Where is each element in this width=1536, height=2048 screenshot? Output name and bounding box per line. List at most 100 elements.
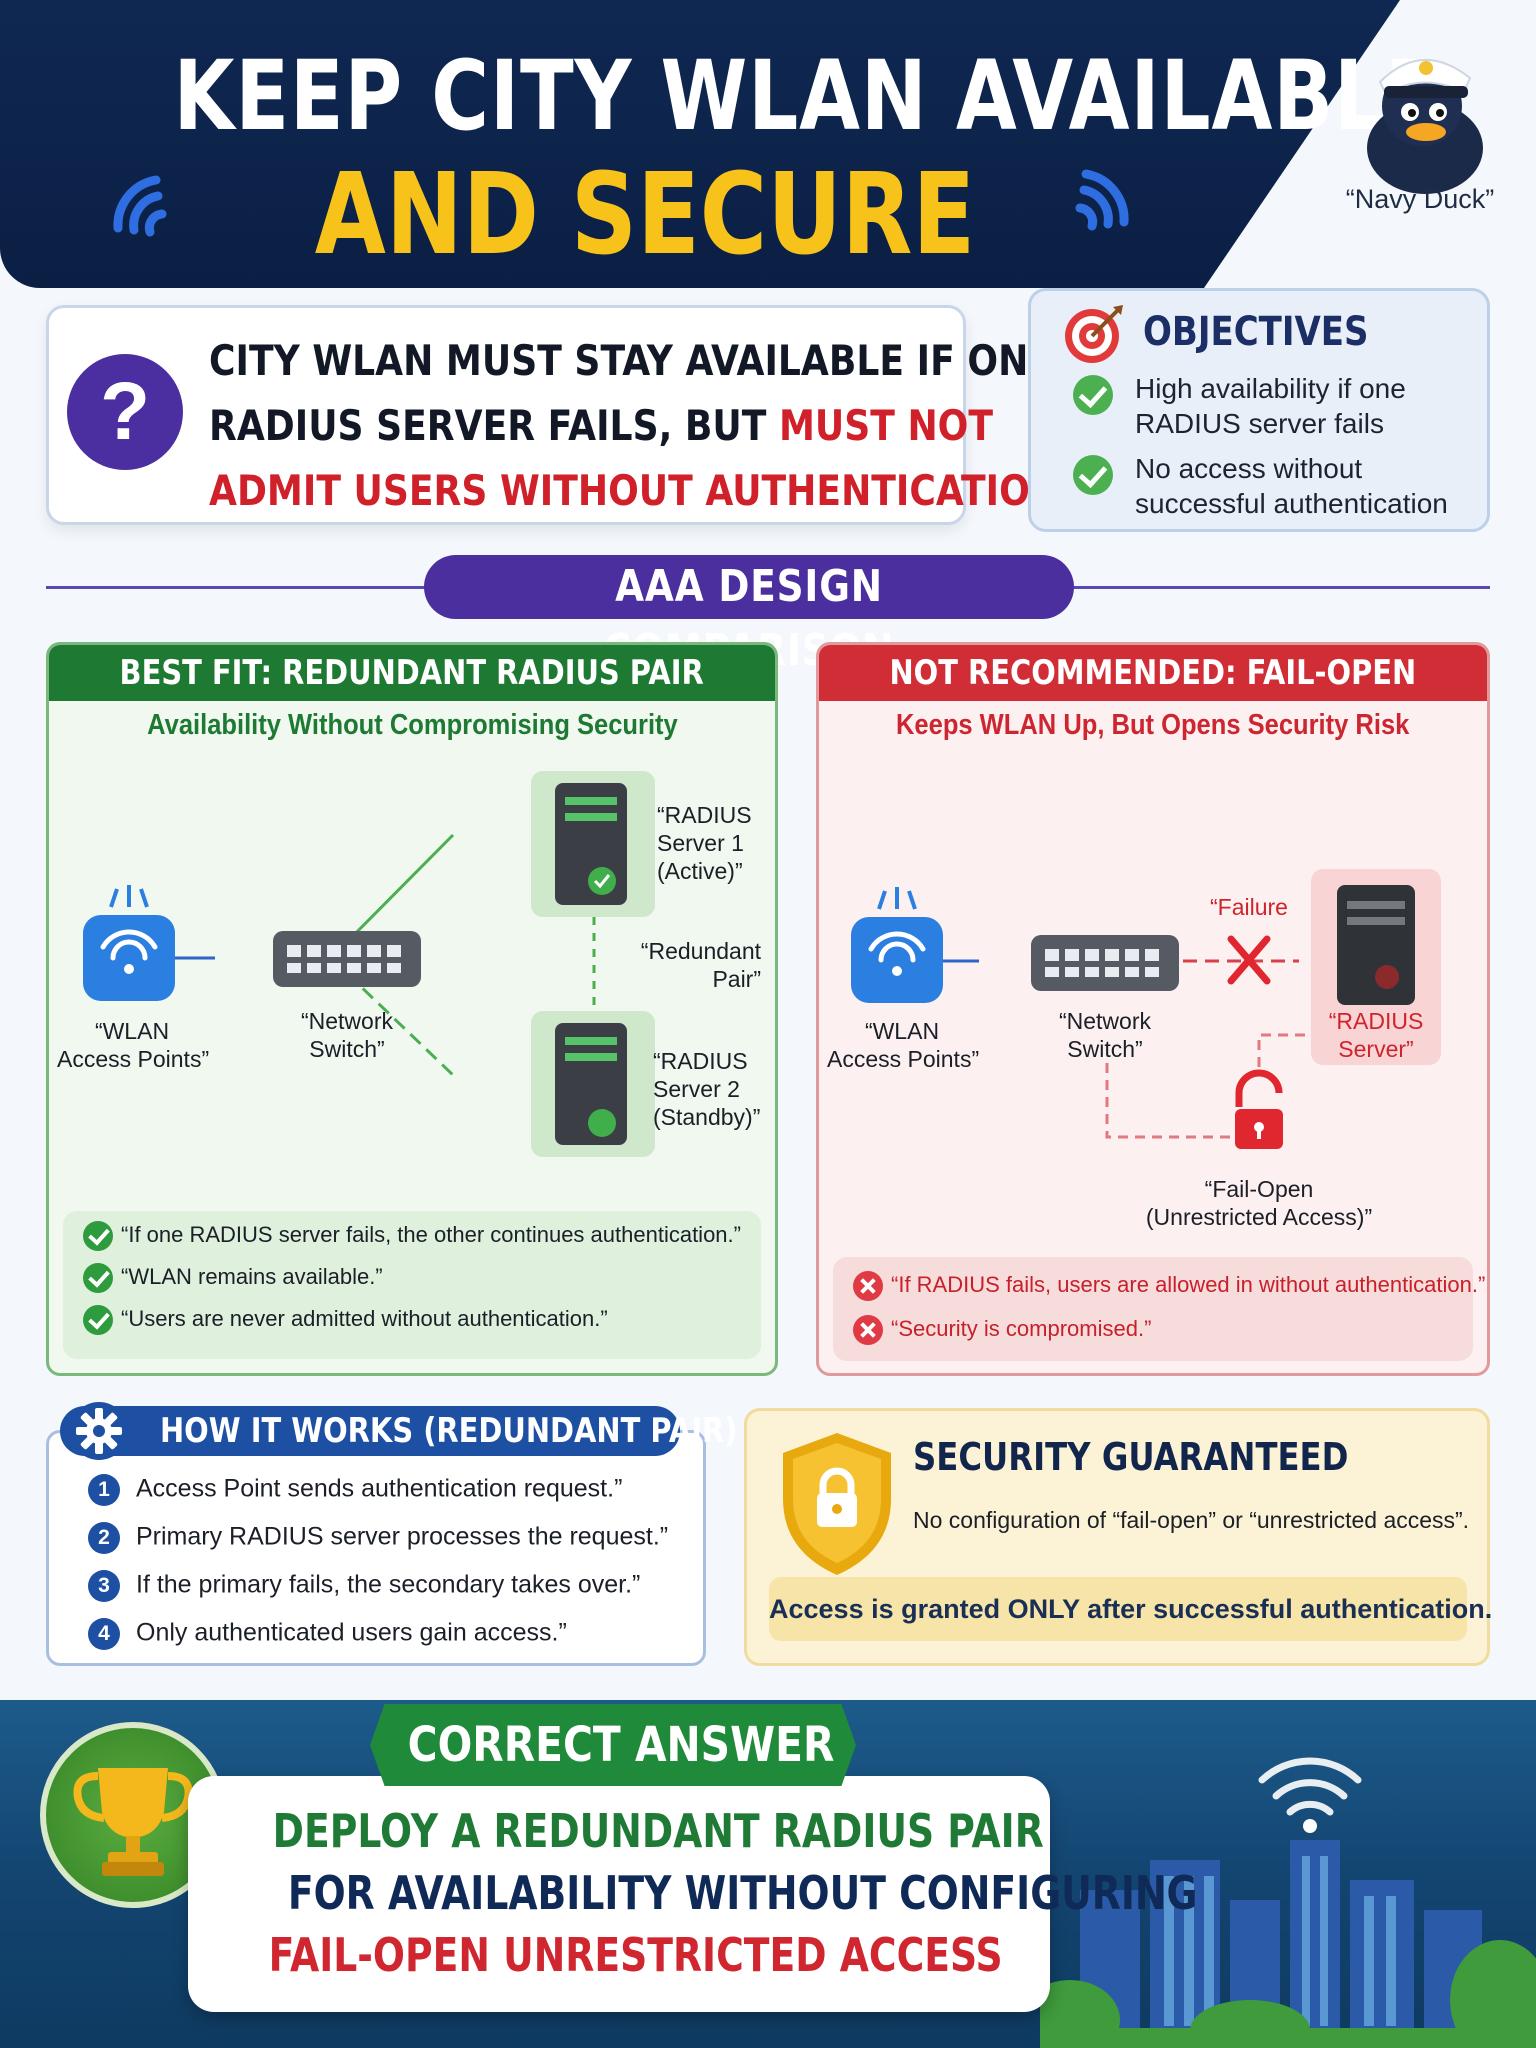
objective-text: successful authentication	[1135, 488, 1448, 519]
server2-label-line: “RADIUS	[653, 1048, 748, 1074]
gear-icon	[70, 1402, 128, 1460]
fail-open-results: “If RADIUS fails, users are allowed in w…	[833, 1257, 1485, 1361]
server-label: “RADIUS Server”	[1313, 1007, 1439, 1063]
result-item: “Users are never admitted without authen…	[83, 1305, 608, 1335]
question-card: ? CITY WLAN MUST STAY AVAILABLE IF ONE R…	[46, 305, 1074, 525]
server1-label-line: (Active)”	[657, 858, 743, 884]
fail-open-header: NOT RECOMMENDED: FAIL-OPEN	[819, 645, 1487, 701]
how-step: 1 Access Point sends authentication reque…	[88, 1474, 622, 1506]
server1-label-line: “RADIUS	[657, 802, 752, 828]
wifi-signal-icon	[1075, 169, 1129, 231]
redundant-pair-label: “Redundant Pair”	[637, 937, 761, 993]
objectives-card: OBJECTIVES High availability if one RADI…	[1028, 288, 1490, 532]
x-circle-icon	[853, 1315, 883, 1345]
question-line-2: RADIUS SERVER FAILS, BUT MUST NOT	[209, 393, 993, 458]
result-item: “If one RADIUS server fails, the other c…	[83, 1221, 741, 1251]
radius-server-icon	[1311, 869, 1441, 1065]
mascot-label: “Navy Duck”	[1345, 184, 1495, 214]
step-text: Primary RADIUS server processes the requ…	[136, 1522, 669, 1551]
fail-open-subtitle: Keeps WLAN Up, But Opens Security Risk	[819, 709, 1487, 742]
step-number: 3	[88, 1570, 120, 1602]
step-number: 4	[88, 1618, 120, 1650]
wifi-signal-icon	[113, 175, 167, 237]
ap-label-line: Access Points”	[827, 1046, 980, 1072]
server-label-line: “RADIUS	[1328, 1008, 1424, 1034]
fail-open-subtitle-text: Keeps WLAN Up, But Opens Security Risk	[896, 709, 1410, 741]
security-note: Access is granted ONLY after successful …	[769, 1577, 1492, 1641]
fail-open-diagram	[851, 869, 1441, 1149]
title-line-1: KEEP CITY WLAN AVAILABLE	[173, 40, 1440, 152]
x-circle-icon	[853, 1271, 883, 1301]
ap-label: “WLAN Access Points”	[827, 1017, 980, 1073]
step-text: If the primary fails, the secondary take…	[136, 1570, 641, 1599]
answer-line-1-text: DEPLOY A REDUNDANT RADIUS PAIR	[272, 1804, 1044, 1858]
result-text: “If RADIUS fails, users are allowed in w…	[891, 1271, 1486, 1297]
security-title: SECURITY GUARANTEED	[913, 1435, 1349, 1479]
question-line-1: CITY WLAN MUST STAY AVAILABLE IF ONE	[209, 336, 1053, 385]
best-fit-panel: BEST FIT: REDUNDANT RADIUS PAIR Availabi…	[46, 642, 778, 1376]
answer-line-2: FOR AVAILABILITY WITHOUT CONFIGURING	[188, 1866, 1198, 1920]
objective-item: No access without successful authenticat…	[1073, 451, 1473, 521]
server1-label: “RADIUS Server 1 (Active)”	[657, 801, 752, 885]
answer-card: DEPLOY A REDUNDANT RADIUS PAIR FOR AVAIL…	[188, 1776, 1198, 2012]
failure-label-text: “Failure	[1210, 894, 1288, 920]
fail-open-panel: NOT RECOMMENDED: FAIL-OPEN Keeps WLAN Up…	[816, 642, 1490, 1376]
question-mark-icon: ?	[67, 354, 183, 470]
result-item: “WLAN remains available.”	[83, 1263, 383, 1293]
objective-text: No access without	[1135, 453, 1363, 484]
fail-open-label-line: “Fail-Open	[1204, 1176, 1314, 1202]
step-number: 1	[88, 1474, 120, 1506]
answer-line-3-text: FAIL-OPEN UNRESTRICTED ACCESS	[268, 1928, 1003, 1982]
best-fit-header: BEST FIT: REDUNDANT RADIUS PAIR	[49, 645, 775, 701]
ap-label: “WLAN Access Points”	[57, 1017, 209, 1073]
fail-open-header-text: NOT RECOMMENDED: FAIL-OPEN	[889, 653, 1417, 693]
how-it-works-card	[46, 1430, 706, 1666]
how-step: 3 If the primary fails, the secondary tak…	[88, 1570, 640, 1602]
how-it-works-header: HOW IT WORKS (REDUNDANT PAIR)	[60, 1406, 737, 1456]
comparison-title: AAA DESIGN COMPARISON	[424, 555, 1074, 676]
server2-label: “RADIUS Server 2 (Standby)”	[653, 1047, 760, 1131]
header-background	[0, 0, 1400, 288]
shield-lock-icon	[783, 1433, 891, 1575]
radius-server-2-icon	[531, 1011, 655, 1157]
unlocked-padlock-icon	[1235, 1069, 1283, 1149]
step-text: Access Point sends authentication reques…	[136, 1474, 623, 1503]
how-step: 2 Primary RADIUS server processes the req…	[88, 1522, 668, 1554]
question-line-2-emphasis: MUST NOT	[778, 401, 994, 450]
fail-open-label-line: (Unrestricted Access)”	[1145, 1204, 1373, 1230]
network-switch-icon	[1031, 935, 1179, 991]
ap-label-line: “WLAN	[864, 1018, 940, 1044]
best-fit-subtitle: Availability Without Compromising Securi…	[49, 709, 775, 742]
result-text: “Security is compromised.”	[891, 1315, 1152, 1341]
wlan-access-point-icon	[83, 885, 175, 1001]
switch-label-line: Switch”	[309, 1036, 385, 1062]
radius-server-1-icon	[531, 771, 655, 917]
check-icon	[83, 1263, 113, 1293]
result-text: “If one RADIUS server fails, the other c…	[121, 1221, 741, 1247]
check-icon	[1073, 455, 1113, 495]
check-icon	[83, 1305, 113, 1335]
best-fit-subtitle-text: Availability Without Compromising Securi…	[146, 709, 678, 741]
wlan-access-point-icon	[851, 887, 943, 1003]
switch-label: “Network Switch”	[1035, 1007, 1175, 1063]
result-text: “Users are never admitted without authen…	[121, 1305, 608, 1331]
question-text: CITY WLAN MUST STAY AVAILABLE IF ONE RAD…	[209, 328, 1074, 523]
failure-x-icon	[1227, 935, 1271, 985]
header-banner: KEEP CITY WLAN AVAILABLE AND SECURE “Nav…	[0, 0, 1536, 290]
correct-answer-ribbon: CORRECT ANSWER	[370, 1704, 856, 1786]
security-description: No configuration of “fail-open” or “unre…	[913, 1507, 1470, 1533]
fail-open-path	[1257, 1033, 1313, 1067]
server1-label-line: Server 1	[657, 830, 744, 856]
network-switch-icon	[273, 931, 421, 987]
best-fit-header-text: BEST FIT: REDUNDANT RADIUS PAIR	[119, 653, 705, 693]
title-line-2: AND SECURE	[314, 150, 976, 280]
switch-label-line: “Network	[1058, 1008, 1151, 1034]
answer-line-3: FAIL-OPEN UNRESTRICTED ACCESS	[188, 1928, 1050, 1982]
best-fit-results: “If one RADIUS server fails, the other c…	[63, 1211, 761, 1359]
answer-line-2-text: FOR AVAILABILITY WITHOUT CONFIGURING	[287, 1866, 1198, 1920]
result-item: “If RADIUS fails, users are allowed in w…	[853, 1271, 1485, 1301]
answer-line-1: DEPLOY A REDUNDANT RADIUS PAIR	[188, 1804, 1050, 1858]
step-text: Only authenticated users gain access.”	[136, 1618, 567, 1647]
server-label-line: Server”	[1338, 1036, 1414, 1062]
step-number: 2	[88, 1522, 120, 1554]
